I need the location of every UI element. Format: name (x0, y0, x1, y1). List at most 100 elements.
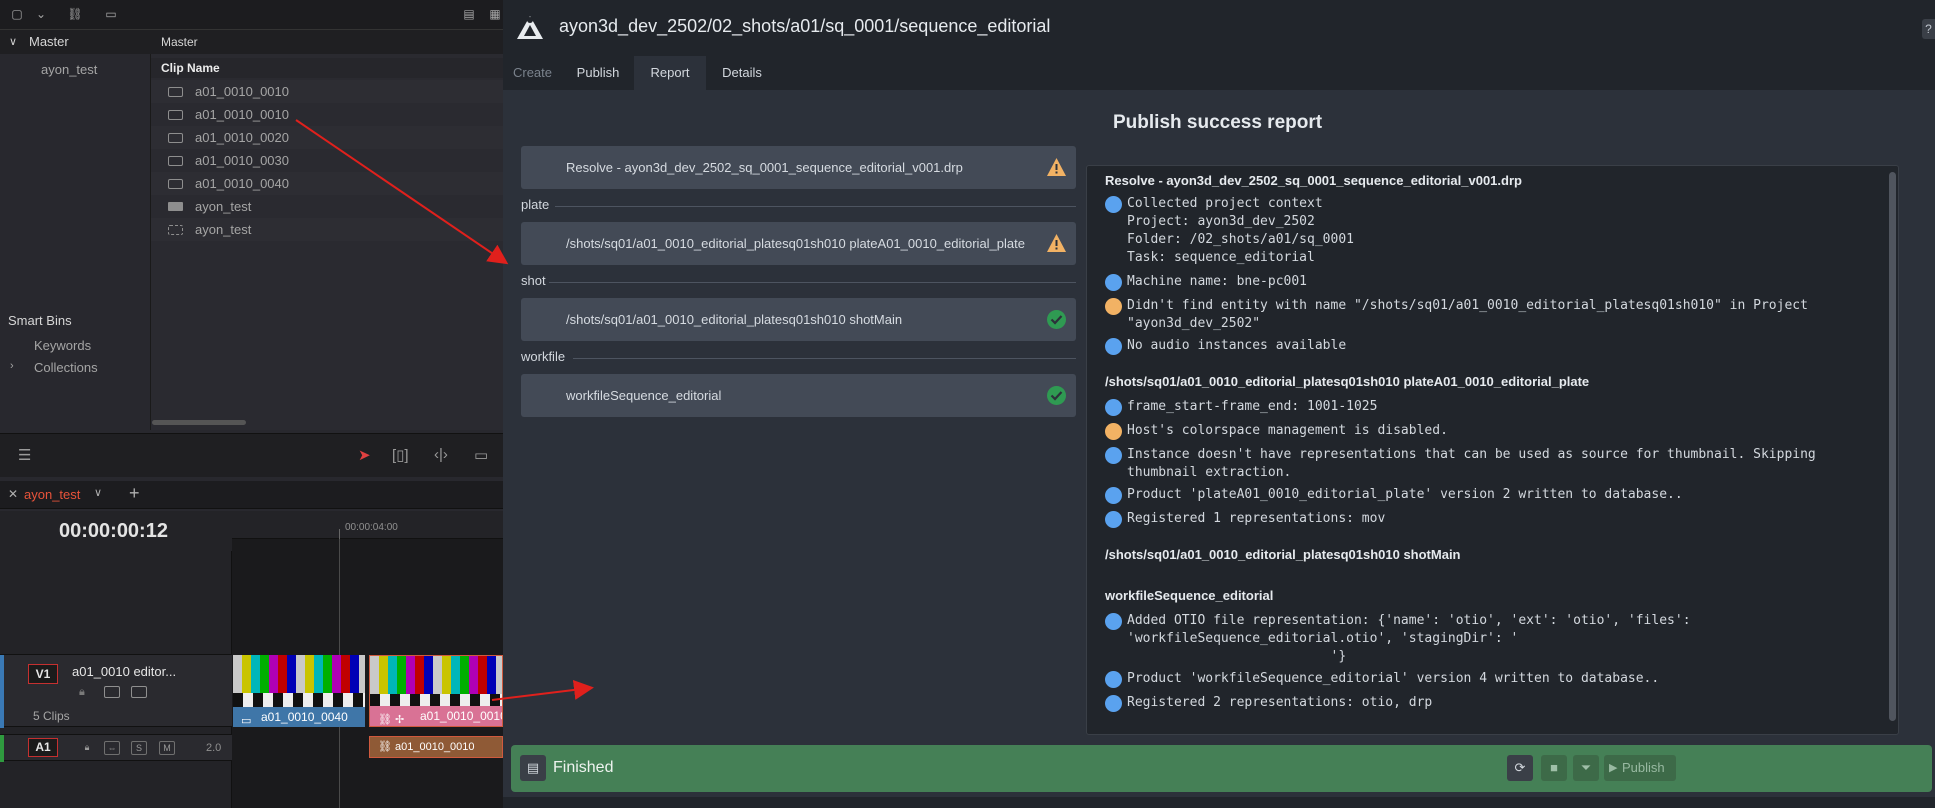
log-section-title: /shots/sq01/a01_0010_editorial_platesq01… (1105, 374, 1590, 389)
media-pool-scrollbar[interactable] (152, 420, 246, 425)
log-line: Registered 1 representations: mov (1127, 511, 1386, 526)
info-icon (1105, 487, 1122, 504)
clipboard-button[interactable]: ▤ (520, 755, 546, 781)
pointer-tool-icon[interactable]: ➤ (358, 447, 371, 464)
chevron-down-icon: ∨ (9, 36, 18, 48)
log-line: Product 'plateA01_0010_editorial_plate' … (1127, 487, 1683, 502)
tab-details[interactable]: Details (722, 65, 762, 80)
smart-bin-collections-label: Collections (34, 360, 98, 375)
validate-button[interactable]: ⏷ (1573, 755, 1599, 781)
report-heading: Publish success report (1113, 112, 1323, 133)
speech-icon[interactable]: ▭ (105, 7, 117, 21)
tab-publish[interactable]: Publish (576, 65, 620, 80)
track-a1-header: A1 🔒︎ ⇔ S M 2.0 (0, 734, 232, 762)
timeline-video-clip[interactable]: ⛓ ✢ a01_0010_0010 (369, 655, 503, 727)
tab-report[interactable]: Report (634, 56, 706, 90)
timeline-icon (168, 225, 183, 235)
link-icon: ⛓ ✢ (378, 714, 405, 726)
mute-button[interactable]: M (159, 741, 175, 755)
lock-icon[interactable]: 🔒︎ (84, 742, 90, 752)
instance-label: /shots/sq01/a01_0010_editorial_platesq01… (566, 312, 903, 327)
master-bin[interactable]: ∨ Master (0, 30, 151, 54)
timeline-audio-clip[interactable]: ⛓ a01_0010_0010 (369, 736, 503, 758)
clip-row[interactable]: a01_0010_0030 (151, 149, 503, 172)
auto-select-icon[interactable]: ⇔ (104, 741, 120, 755)
instance-label: /shots/sq01/a01_0010_editorial_platesq01… (566, 236, 1025, 251)
timeline-ruler[interactable]: 00:00:04:00 (232, 511, 503, 539)
track-v1-badge[interactable]: V1 (28, 664, 58, 684)
smart-bin-collections[interactable]: › Collections (10, 360, 98, 375)
trim-tool-icon[interactable]: [▯] (392, 447, 409, 464)
clip-name-column[interactable]: Clip Name (151, 58, 503, 78)
timeline-video-clip[interactable]: ▭ a01_0010_0040 (233, 655, 365, 727)
instance-card-workfile[interactable]: workfileSequence_editorial (521, 374, 1076, 417)
report-log-panel[interactable]: Resolve - ayon3d_dev_2502_sq_0001_sequen… (1086, 165, 1899, 735)
info-icon (1105, 511, 1122, 528)
blade-tool-icon[interactable]: ▭ (474, 447, 489, 464)
stop-button[interactable]: ■ (1541, 755, 1567, 781)
clip-icon (168, 156, 183, 166)
success-icon (1047, 310, 1066, 329)
clip-label-text: a01_0010_0040 (261, 710, 348, 724)
audio-channel-value: 2.0 (206, 742, 222, 754)
master-bin-label: Master (29, 34, 69, 49)
track-color-bar (0, 735, 4, 762)
track-v1-name[interactable]: a01_0010 editor... (72, 664, 177, 679)
publish-button[interactable]: ▶ Publish (1604, 755, 1676, 781)
clip-icon: ▭ (241, 715, 252, 727)
clip-name: a01_0010_0020 (195, 130, 289, 145)
clip-row[interactable]: ayon_test (151, 195, 503, 218)
clip-row[interactable]: a01_0010_0020 (151, 126, 503, 149)
bin-item[interactable]: ayon_test (41, 62, 98, 77)
clip-row[interactable]: a01_0010_0010 (151, 80, 503, 103)
instance-card-plate[interactable]: /shots/sq01/a01_0010_editorial_platesq01… (521, 222, 1076, 265)
timeline-tabs: ✕ ayon_test ∨ + (0, 481, 503, 509)
tab-create[interactable]: Create (512, 65, 553, 80)
group-divider (555, 206, 1076, 207)
smart-bin-keywords[interactable]: Keywords (34, 338, 92, 353)
video-toggle-icon[interactable] (131, 686, 147, 698)
close-icon[interactable]: ✕ (8, 487, 19, 501)
clip-row[interactable]: a01_0010_0040 (151, 172, 503, 195)
clip-row[interactable]: a01_0010_0010 (151, 103, 503, 126)
track-a1-badge[interactable]: A1 (28, 738, 58, 757)
panel-toggle-icon[interactable]: ▢ (11, 7, 23, 21)
timeline-tab[interactable]: ayon_test (24, 487, 81, 502)
clip-name: a01_0010_0010 (195, 107, 289, 122)
reset-button[interactable]: ⟳ (1507, 755, 1533, 781)
info-icon (1105, 274, 1122, 291)
grid-view-icon[interactable]: ▦ (489, 7, 501, 21)
log-line: Machine name: bne-pc001 (1127, 274, 1308, 289)
info-icon (1105, 695, 1122, 712)
auto-select-icon[interactable] (104, 686, 120, 698)
help-button[interactable]: ? (1922, 19, 1935, 39)
clip-label: ▭ a01_0010_0040 (233, 707, 365, 727)
chevron-down-icon[interactable]: ∨ (94, 487, 103, 499)
chevron-down-icon[interactable]: ⌄ (35, 7, 47, 21)
group-label: shot (521, 273, 546, 288)
clip-row[interactable]: ayon_test (151, 218, 503, 241)
view-mode-icon[interactable]: ▤ (463, 7, 475, 21)
add-icon[interactable]: + (129, 483, 140, 503)
solo-button[interactable]: S (131, 741, 147, 755)
publish-status: Finished (553, 759, 614, 776)
publisher-bottom-bar (503, 797, 1935, 808)
track-color-bar (0, 655, 4, 728)
smart-bins: Smart Bins Keywords › Collections (0, 311, 151, 431)
instance-group-shot: shot (521, 273, 1076, 288)
ruler-tick (339, 529, 340, 539)
lock-icon[interactable]: 🔒︎ (79, 686, 85, 698)
instance-card-context[interactable]: Resolve - ayon3d_dev_2502_sq_0001_sequen… (521, 146, 1076, 189)
timeline-options-icon[interactable]: ☰ (18, 447, 32, 464)
clip-name: a01_0010_0030 (195, 153, 289, 168)
dynamic-trim-icon[interactable]: ‹|› (434, 446, 448, 463)
log-line: No audio instances available (1127, 338, 1347, 353)
link-icon[interactable]: ⛓ (67, 7, 83, 21)
warning-icon (1105, 423, 1122, 440)
instance-card-shot[interactable]: /shots/sq01/a01_0010_editorial_platesq01… (521, 298, 1076, 341)
timecode: 00:00:00:12 (0, 511, 232, 551)
group-divider (549, 282, 1076, 283)
log-scrollbar[interactable] (1889, 172, 1896, 721)
info-icon (1105, 447, 1122, 464)
